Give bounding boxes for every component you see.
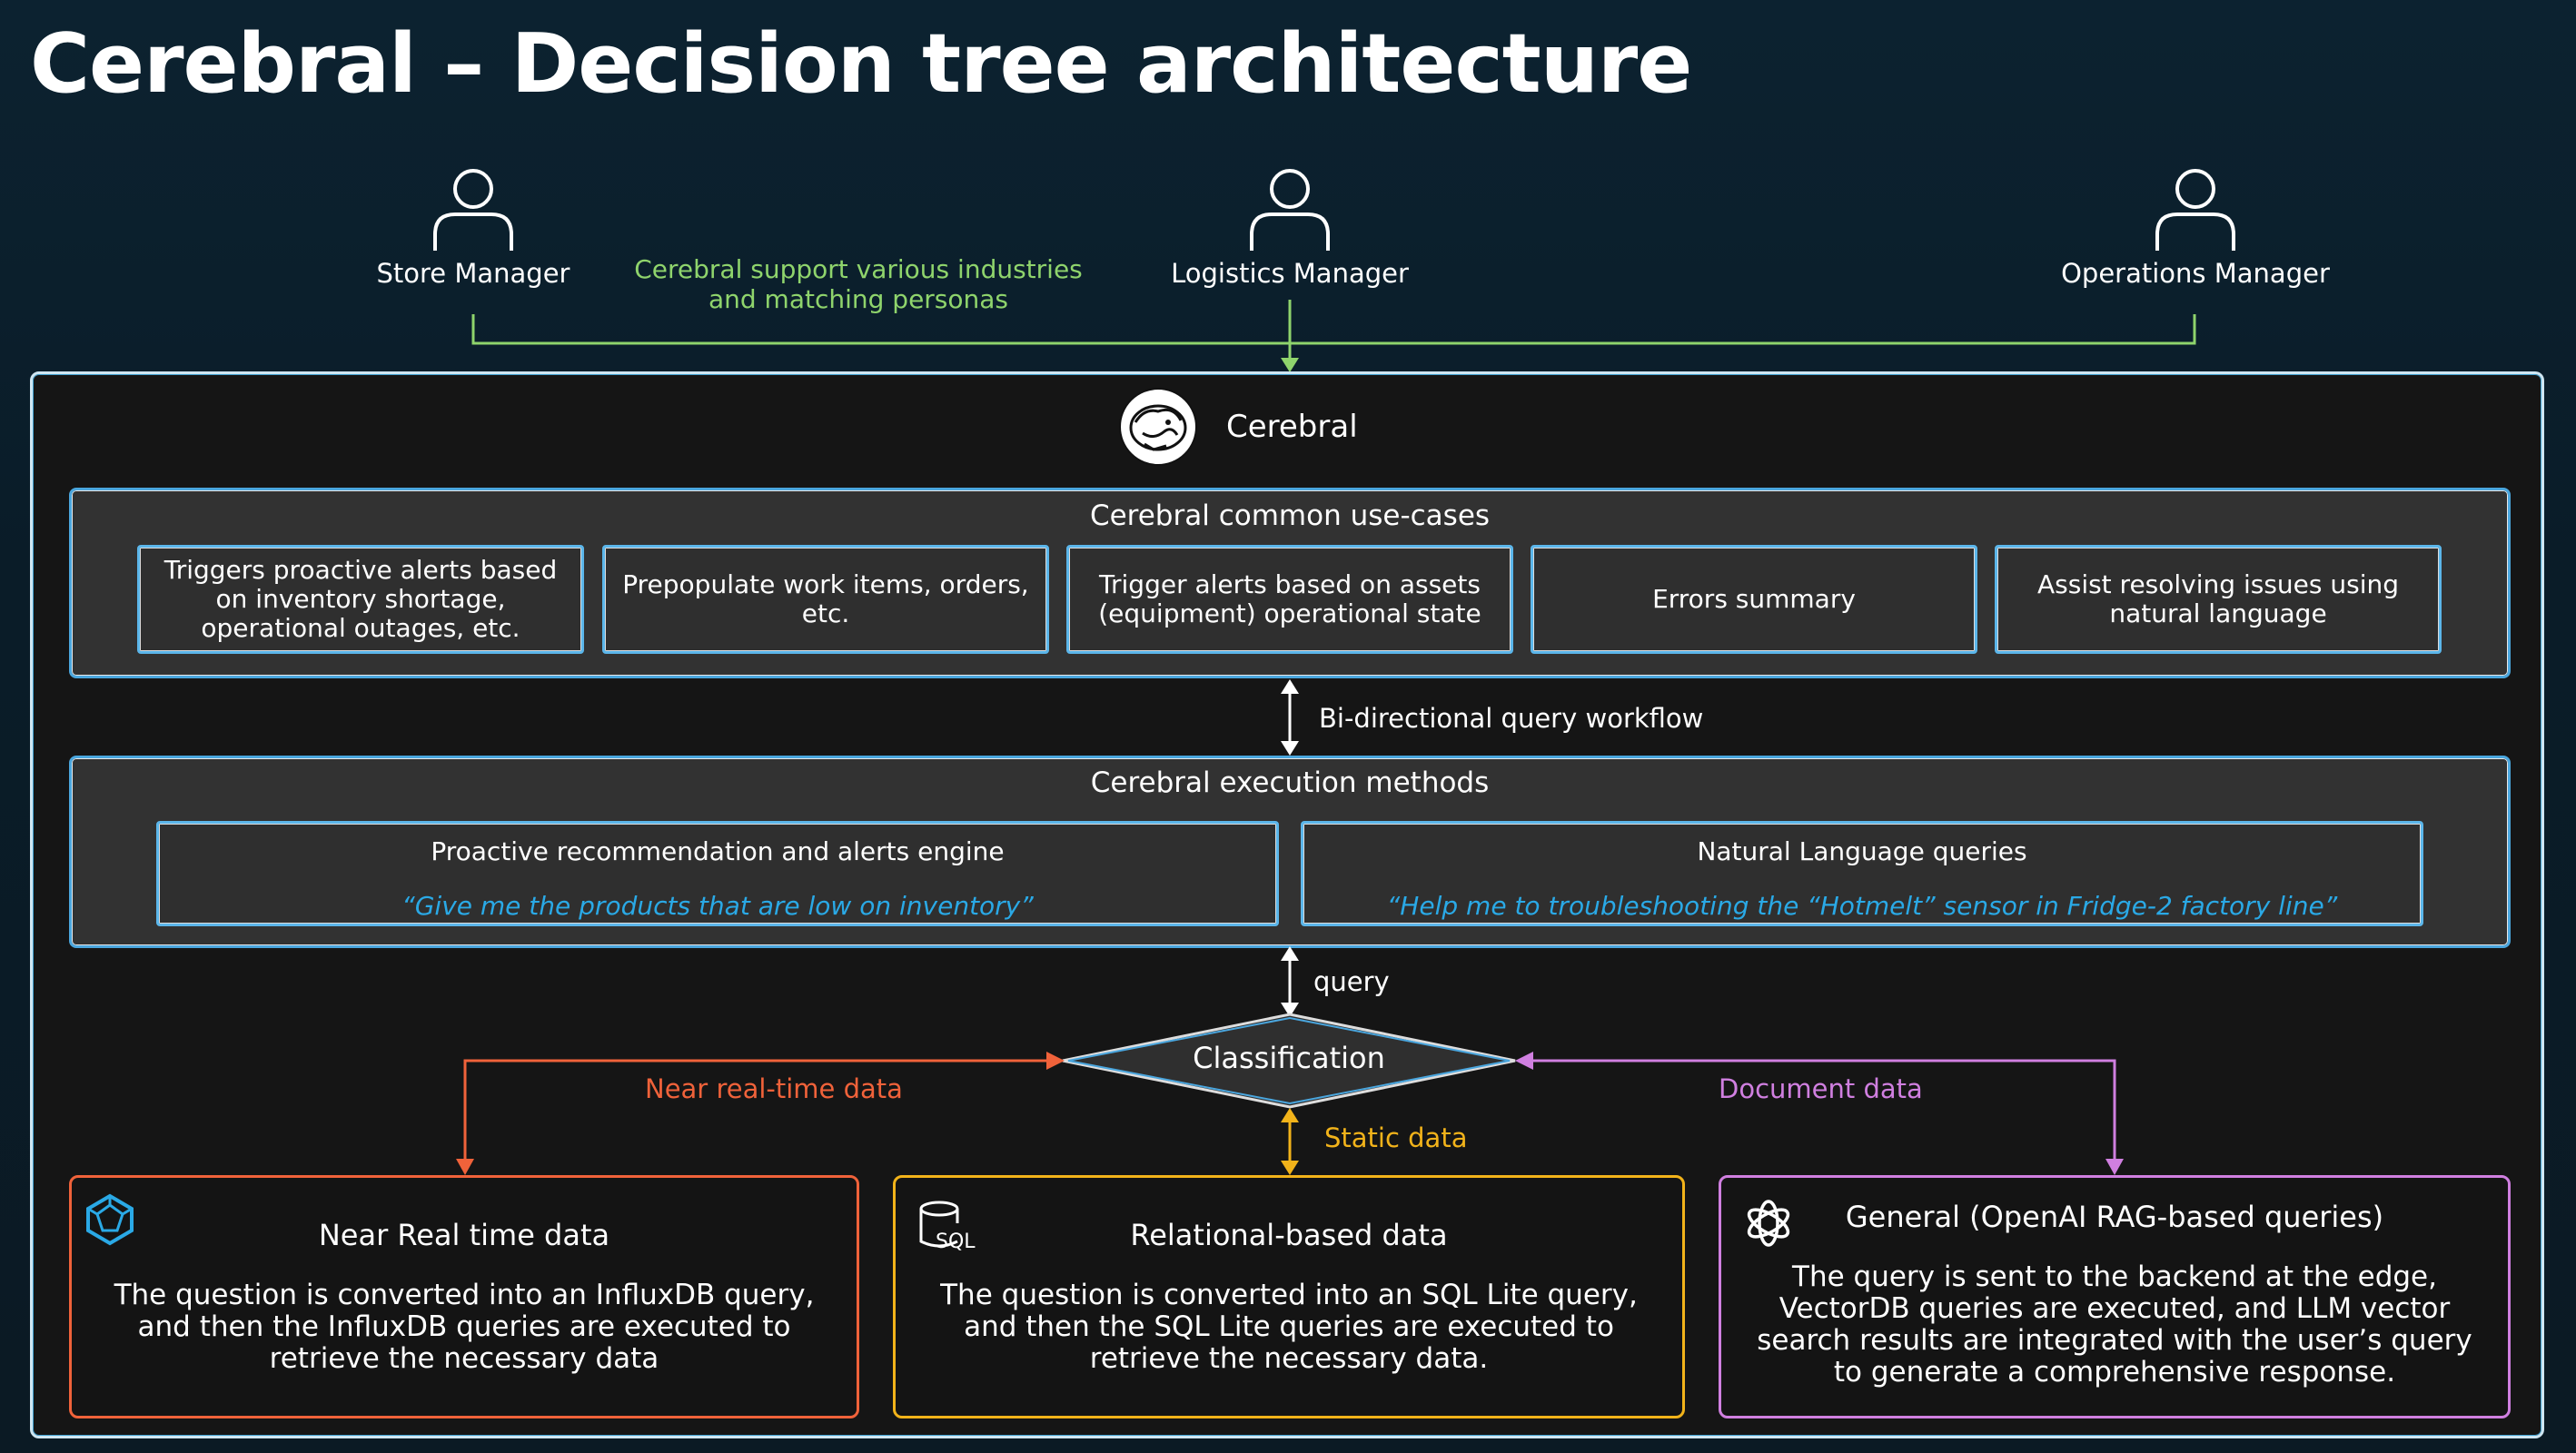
- use-case-label: Trigger alerts based on assets (equipmen…: [1098, 569, 1481, 628]
- data-source-description: The question is converted into an SQL Li…: [940, 1279, 1638, 1375]
- persona-label: Logistics Manager: [1171, 258, 1409, 289]
- sql-icon-text: SQL: [936, 1231, 976, 1253]
- bidirectional-label: Bi-directional query workflow: [1319, 703, 1704, 734]
- data-source-general: General (OpenAI RAG-based queries) The q…: [1719, 1175, 2511, 1418]
- page-title: Cerebral – Decision tree architecture: [30, 16, 1692, 112]
- classification-label: Classification: [1193, 1041, 1385, 1075]
- persona-logistics-manager: Logistics Manager: [1135, 162, 1444, 289]
- use-case-card: Errors summary: [1531, 545, 1977, 654]
- branch-static-label: Static data: [1324, 1122, 1468, 1153]
- use-case-card: Triggers proactive alerts based on inven…: [137, 545, 584, 654]
- use-case-card: Trigger alerts based on assets (equipmen…: [1066, 545, 1513, 654]
- sql-database-icon: SQL: [919, 1200, 983, 1258]
- use-case-label: Prepopulate work items, orders, etc.: [622, 569, 1029, 628]
- execution-method-title: Proactive recommendation and alerts engi…: [431, 836, 1005, 866]
- execution-title: Cerebral execution methods: [1090, 766, 1490, 799]
- use-case-label: Assist resolving issues using natural la…: [2036, 569, 2399, 628]
- query-label: query: [1313, 966, 1390, 997]
- data-source-near-real-time: Near Real time data The question is conv…: [69, 1175, 859, 1418]
- use-cases-title: Cerebral common use-cases: [1089, 499, 1491, 532]
- use-case-card: Assist resolving issues using natural la…: [1995, 545, 2442, 654]
- openai-icon: [1747, 1200, 1790, 1247]
- data-source-title: General (OpenAI RAG-based queries): [1845, 1200, 2384, 1234]
- data-source-title: Relational-based data: [1130, 1218, 1448, 1252]
- use-case-label: Errors summary: [1652, 584, 1856, 614]
- data-source-relational: SQL Relational-based data The question i…: [893, 1175, 1685, 1418]
- persona-note: Cerebral support various industries and …: [599, 254, 1117, 314]
- person-icon: [2155, 169, 2235, 251]
- persona-operations-manager: Operations Manager: [2041, 162, 2350, 289]
- execution-method-example: “Give me the products that are low on in…: [401, 891, 1034, 921]
- persona-label: Store Manager: [376, 258, 570, 289]
- data-source-description: The question is converted into an Influx…: [114, 1279, 815, 1375]
- influxdb-icon: [86, 1193, 134, 1246]
- execution-method-card: Natural Language queries “Help me to tro…: [1301, 821, 2423, 926]
- execution-method-title: Natural Language queries: [1697, 836, 2027, 866]
- data-source-title: Near Real time data: [318, 1218, 610, 1252]
- person-icon: [1250, 169, 1330, 251]
- cerebral-logo-icon: [1117, 386, 1199, 468]
- persona-store-manager: Store Manager: [319, 162, 628, 289]
- branch-near-real-time-label: Near real-time data: [645, 1073, 903, 1104]
- persona-label: Operations Manager: [2061, 258, 2330, 289]
- cerebral-name: Cerebral: [1226, 409, 1358, 445]
- execution-method-card: Proactive recommendation and alerts engi…: [156, 821, 1279, 926]
- use-case-card: Prepopulate work items, orders, etc.: [602, 545, 1049, 654]
- persona-note-line: and matching personas: [708, 284, 1009, 314]
- data-source-description: The query is sent to the backend at the …: [1757, 1260, 2472, 1389]
- execution-method-example: “Help me to troubleshooting the “Hotmelt…: [1386, 891, 2338, 921]
- person-icon: [433, 169, 513, 251]
- use-case-label: Triggers proactive alerts based on inven…: [163, 555, 558, 643]
- branch-document-label: Document data: [1719, 1073, 1923, 1104]
- persona-note-line: Cerebral support various industries: [634, 254, 1083, 284]
